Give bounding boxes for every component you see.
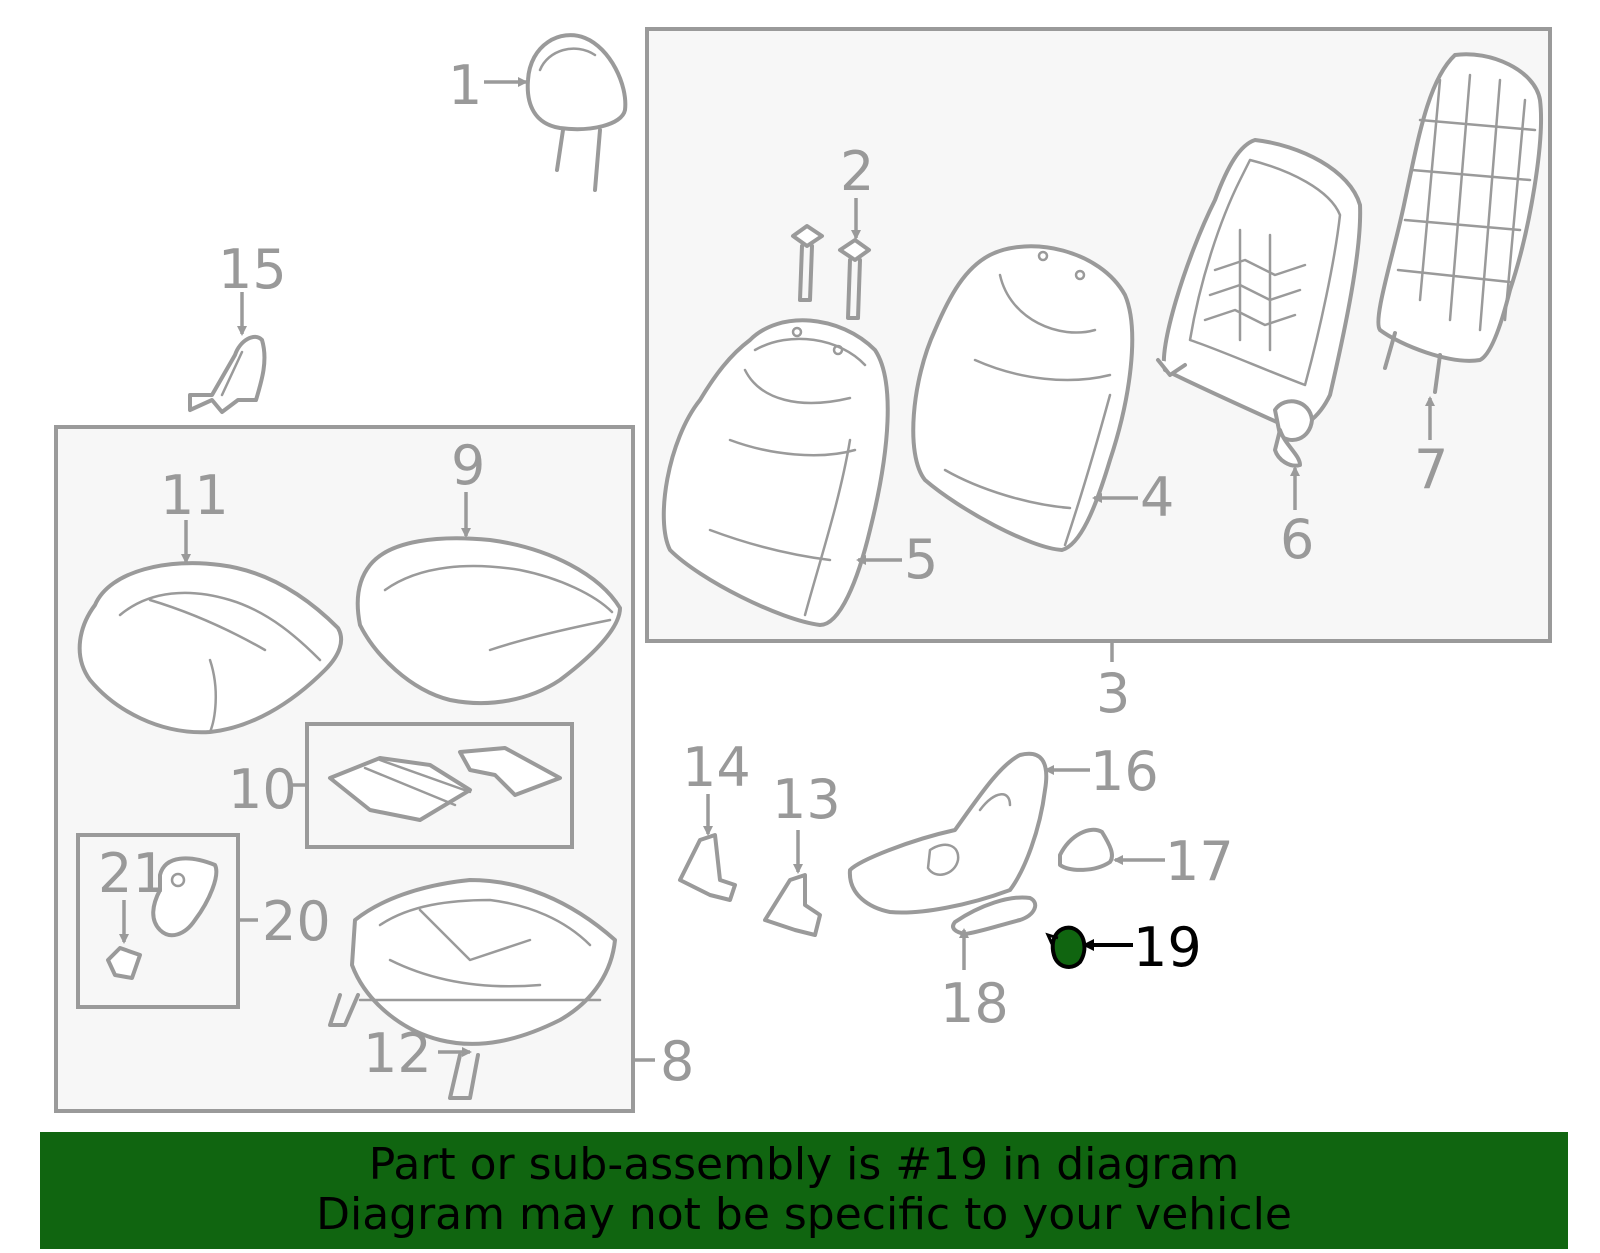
callout-14: 14 [682, 736, 751, 799]
side-trim-part [188, 334, 267, 414]
bracket-14-part [678, 833, 737, 902]
callout-3: 3 [1096, 662, 1130, 725]
callout-1: 1 [448, 54, 482, 117]
cushion-pad-part [355, 536, 622, 706]
callout-8: 8 [660, 1030, 694, 1093]
callout-19: 19 [1133, 916, 1202, 979]
callout-17: 17 [1165, 830, 1234, 893]
callout-18: 18 [940, 972, 1009, 1035]
recliner-handle-part [951, 895, 1038, 936]
banner-line-disclaimer: Diagram may not be specific to your vehi… [316, 1189, 1292, 1240]
callout-11: 11 [160, 464, 229, 527]
bracket-13-part [763, 873, 822, 937]
back-panel-part [1376, 52, 1543, 394]
cushion-frame-part [328, 878, 617, 1100]
callout-13: 13 [772, 768, 841, 831]
cushion-cover-part [77, 561, 344, 735]
highlighted-part-19 [1045, 925, 1087, 969]
callout-4: 4 [1140, 466, 1174, 529]
seat-cover-bracket-part [106, 856, 219, 980]
backrest-frame-part [1156, 138, 1363, 468]
callout-21: 21 [98, 842, 167, 905]
callout-12: 12 [363, 1022, 432, 1085]
callout-16: 16 [1090, 740, 1159, 803]
pad-insert-part [328, 746, 562, 822]
callout-5: 5 [904, 528, 938, 591]
backrest-pad-part [911, 244, 1135, 552]
headrest-guide-part [791, 224, 871, 320]
callout-7: 7 [1414, 438, 1448, 501]
callout-6: 6 [1280, 508, 1314, 571]
callout-20: 20 [262, 890, 331, 953]
backrest-cover-part [661, 318, 890, 627]
side-shield-part [847, 751, 1049, 915]
callout-15: 15 [218, 238, 287, 301]
adjust-knob-part [1058, 827, 1114, 872]
banner-line-part-number: Part or sub-assembly is #19 in diagram [368, 1139, 1240, 1190]
callout-9: 9 [451, 434, 485, 497]
callout-10: 10 [228, 758, 297, 821]
info-banner: Part or sub-assembly is #19 in diagram D… [40, 1132, 1568, 1249]
callout-2: 2 [840, 140, 874, 203]
headrest-part [525, 33, 628, 192]
